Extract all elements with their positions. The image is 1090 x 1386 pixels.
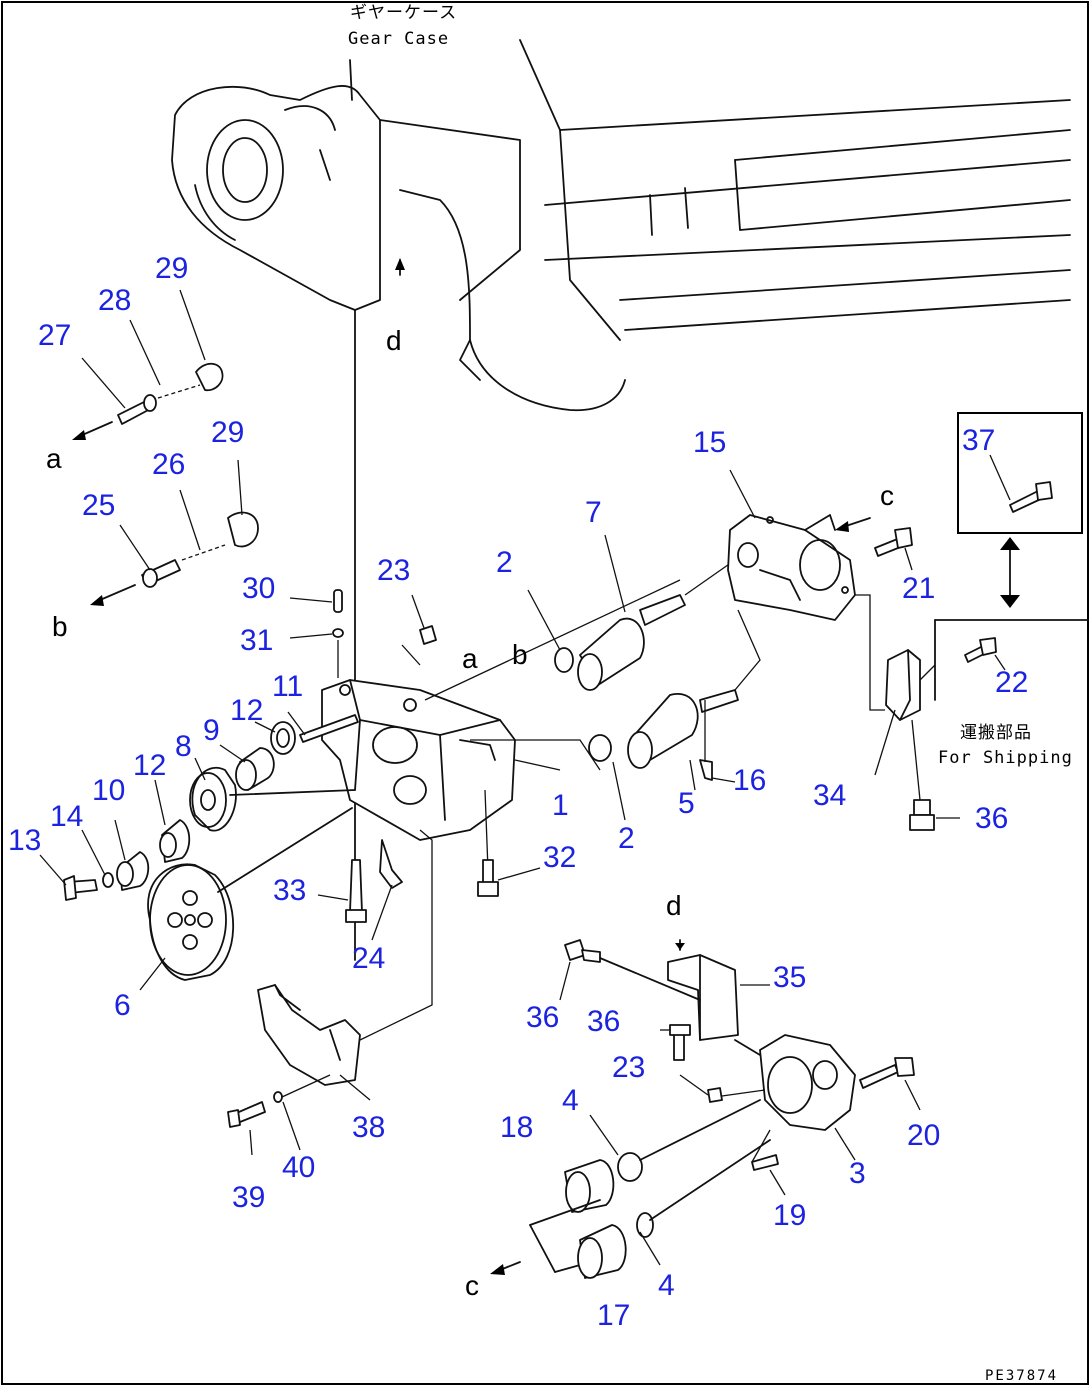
- callout-2-upper: 2: [496, 546, 513, 579]
- shipping-en-label: For Shipping: [938, 748, 1073, 768]
- ref-letter-a-center: a: [462, 643, 478, 674]
- callout-25: 25: [82, 489, 115, 522]
- callout-4-upper: 4: [562, 1084, 579, 1117]
- shipping-jp-label: 運搬部品: [960, 723, 1032, 743]
- callout-15: 15: [693, 426, 726, 459]
- pump-body: [321, 579, 681, 1041]
- callout-8: 8: [175, 730, 192, 763]
- callout-2-lower: 2: [618, 822, 635, 855]
- gear-case-jp-label: ギヤーケース: [350, 3, 457, 23]
- callout-13: 13: [8, 824, 41, 857]
- ref-letter-c-upper: c: [880, 480, 894, 511]
- gear-case-en-label: Gear Case: [348, 29, 449, 49]
- drawing-code: PE37874: [985, 1368, 1058, 1384]
- callout-4-lower: 4: [658, 1269, 675, 1302]
- bolt-33: [317, 859, 367, 923]
- drive-gears-7-5: [527, 534, 761, 821]
- pump-cover-15: [727, 469, 885, 711]
- relief-valve-group-a: [72, 289, 224, 440]
- callout-38: 38: [352, 1111, 385, 1144]
- callout-20: 20: [907, 1119, 940, 1152]
- callout-12-upper: 12: [230, 694, 263, 727]
- timing-gear-6: [139, 807, 353, 991]
- bolt-32: [477, 859, 541, 897]
- reference-letters: a a b b c c d d: [46, 325, 894, 1301]
- ref-letter-c-lower: c: [465, 1270, 479, 1301]
- callout-22: 22: [995, 666, 1028, 699]
- callout-10: 10: [92, 774, 125, 807]
- part-callouts: 1 2 2 3 4 4 5 6 7 8 9 10 11 12 12 13 14 …: [8, 252, 1028, 1332]
- callout-32: 32: [543, 841, 576, 874]
- callout-28: 28: [98, 284, 131, 317]
- callout-29-lower: 29: [211, 416, 244, 449]
- gear-case-drawing: [171, 39, 1071, 961]
- ref-letter-d-upper: d: [386, 325, 402, 356]
- callout-16: 16: [733, 764, 766, 797]
- callout-23-upper: 23: [377, 554, 410, 587]
- callout-34: 34: [813, 779, 846, 812]
- ref-letter-b-center: b: [512, 639, 528, 670]
- ref-letter-d-lower: d: [666, 890, 682, 921]
- text-notes: ギヤーケース Gear Case 運搬部品 For Shipping PE378…: [348, 3, 1073, 1384]
- callout-36-left: 36: [526, 1001, 559, 1034]
- second-pump-assembly: [490, 939, 921, 1279]
- callout-30: 30: [242, 572, 275, 605]
- callout-36-center: 36: [587, 1005, 620, 1038]
- callout-23-lower: 23: [612, 1051, 645, 1084]
- ref-letter-b-left: b: [52, 611, 68, 642]
- shipping-parts-inset: [919, 412, 1089, 701]
- callout-11: 11: [272, 670, 303, 703]
- callout-1: 1: [552, 789, 569, 822]
- callout-5: 5: [678, 787, 695, 820]
- callout-3: 3: [849, 1157, 866, 1190]
- callout-37: 37: [962, 424, 995, 457]
- callout-14: 14: [50, 800, 83, 833]
- bolt-24: [371, 839, 403, 941]
- callout-29-upper: 29: [155, 252, 188, 285]
- ref-letter-a-left: a: [46, 443, 62, 474]
- callout-6: 6: [114, 989, 131, 1022]
- callout-27: 27: [38, 319, 71, 352]
- relief-valve-group-b: [90, 459, 259, 606]
- bolt-23-upper: [411, 594, 437, 645]
- callout-39: 39: [232, 1181, 265, 1214]
- callout-9: 9: [203, 714, 220, 747]
- callout-19: 19: [773, 1199, 806, 1232]
- callout-40: 40: [282, 1151, 315, 1184]
- callout-12-lower: 12: [133, 749, 166, 782]
- callout-17: 17: [597, 1299, 630, 1332]
- callout-36-right: 36: [975, 802, 1008, 835]
- callout-7: 7: [585, 496, 602, 529]
- guard-plate-38: [227, 984, 371, 1156]
- callout-35: 35: [773, 961, 806, 994]
- bracket-34: [874, 649, 960, 831]
- callout-31: 31: [240, 624, 273, 657]
- callout-33: 33: [273, 874, 306, 907]
- callout-24: 24: [352, 942, 385, 975]
- callout-18: 18: [500, 1111, 533, 1144]
- callout-21: 21: [902, 572, 935, 605]
- drive-gear-stack: [39, 711, 359, 901]
- pins-30-31: [289, 589, 344, 678]
- callout-26: 26: [152, 448, 185, 481]
- bolt-21: [874, 527, 913, 571]
